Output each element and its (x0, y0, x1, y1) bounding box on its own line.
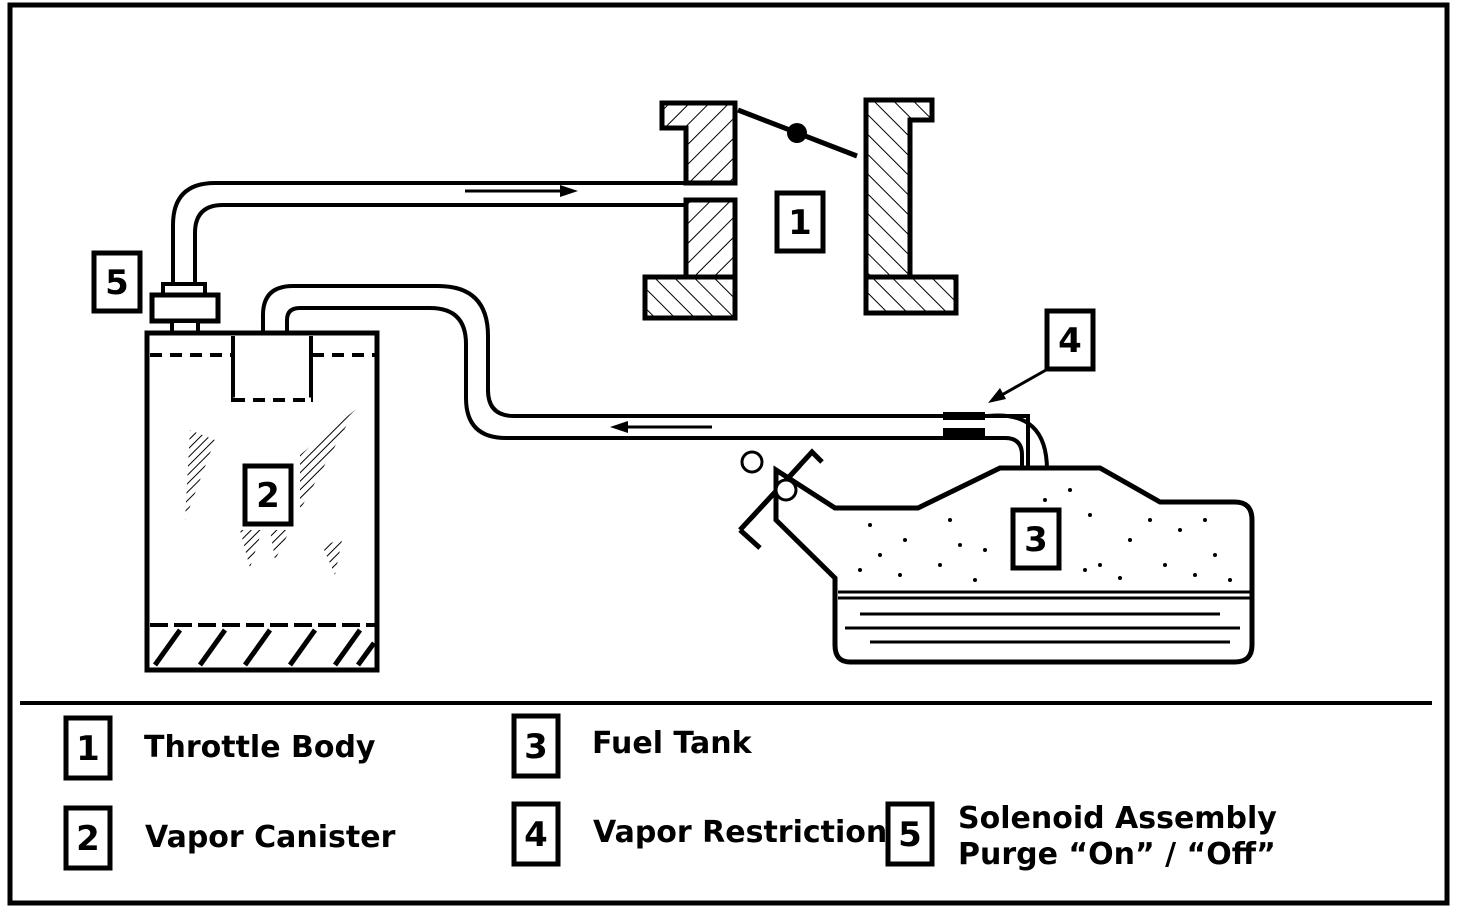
purge-flow-arrow (465, 185, 578, 197)
svg-text:1: 1 (788, 203, 812, 243)
callout-3: 3 (1010, 507, 1062, 571)
outer-frame (7, 2, 1450, 906)
callout-4: 4 (1044, 308, 1096, 372)
vapor-flow-arrow (610, 421, 712, 433)
svg-text:1: 1 (76, 729, 100, 769)
callout-5: 5 (91, 250, 143, 314)
throttle-shaft (787, 123, 807, 143)
throttle-body (642, 97, 959, 321)
vapor-line (261, 284, 1049, 471)
legend-item-3: 3 Fuel Tank (511, 713, 753, 779)
legend-label-solenoid-line1: Solenoid Assembly (958, 801, 1277, 836)
svg-text:3: 3 (1024, 520, 1048, 560)
legend-item-5: 5 Solenoid Assembly Purge “On” / “Off” (885, 801, 1277, 872)
callout-1: 1 (774, 190, 826, 254)
svg-text:4: 4 (524, 815, 548, 855)
legend-item-4: 4 Vapor Restriction (511, 801, 887, 867)
solenoid-assembly (149, 282, 221, 335)
legend-label-fuel-tank: Fuel Tank (592, 726, 753, 761)
svg-text:3: 3 (524, 727, 548, 767)
legend-label-throttle-body: Throttle Body (144, 730, 376, 765)
svg-text:2: 2 (256, 476, 280, 516)
callout-2: 2 (242, 463, 294, 527)
purge-line (171, 181, 686, 287)
legend-item-2: 2 Vapor Canister (63, 805, 396, 871)
svg-text:5: 5 (105, 263, 129, 303)
legend-label-vapor-canister: Vapor Canister (145, 820, 396, 855)
svg-text:4: 4 (1058, 321, 1082, 361)
svg-text:2: 2 (76, 819, 100, 859)
svg-text:5: 5 (898, 815, 922, 855)
legend-label-vapor-restriction: Vapor Restriction (593, 815, 887, 850)
fuel-tank (738, 448, 1255, 665)
legend-item-1: 1 Throttle Body (63, 715, 376, 781)
vapor-restriction (943, 412, 985, 436)
legend: 1 Throttle Body 2 Vapor Canister 3 Fuel … (63, 713, 1277, 872)
restriction-leader-arrow (988, 368, 1047, 403)
legend-label-solenoid-line2: Purge “On” / “Off” (958, 837, 1276, 872)
